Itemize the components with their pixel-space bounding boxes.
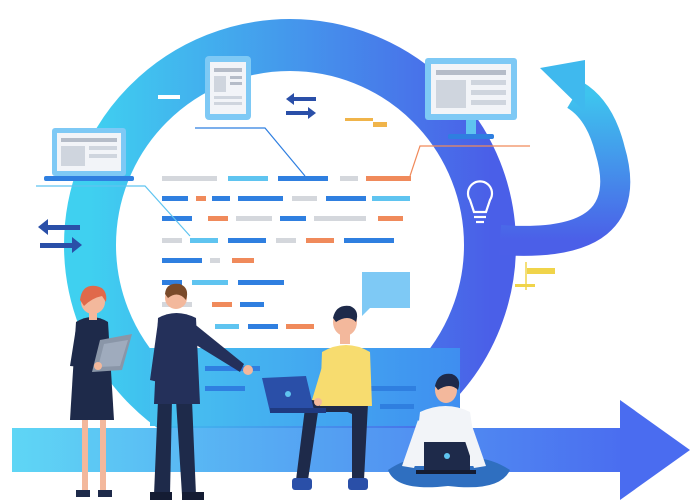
return-arrow-icon [498,60,631,256]
dash [158,95,180,99]
connector-lines [36,127,530,237]
chat-bubble-icon [362,272,410,316]
progress-arrow-icon [12,400,690,500]
laptop-icon [44,128,134,181]
swap-arrows-icon [286,93,316,119]
woman-with-clipboard [70,285,132,497]
tablet-icon [205,56,251,120]
man-presenting [150,283,253,500]
monitor-icon [425,58,517,139]
tag-marks [345,118,387,127]
man-cross-legged-laptop [388,373,510,488]
swap-arrows-icon [38,219,82,253]
code-lines [162,176,411,329]
lightbulb-icon [466,180,494,224]
man-with-laptop-sitting [262,305,372,490]
platform-lines [205,366,416,409]
sticky-note-icon [515,262,555,290]
